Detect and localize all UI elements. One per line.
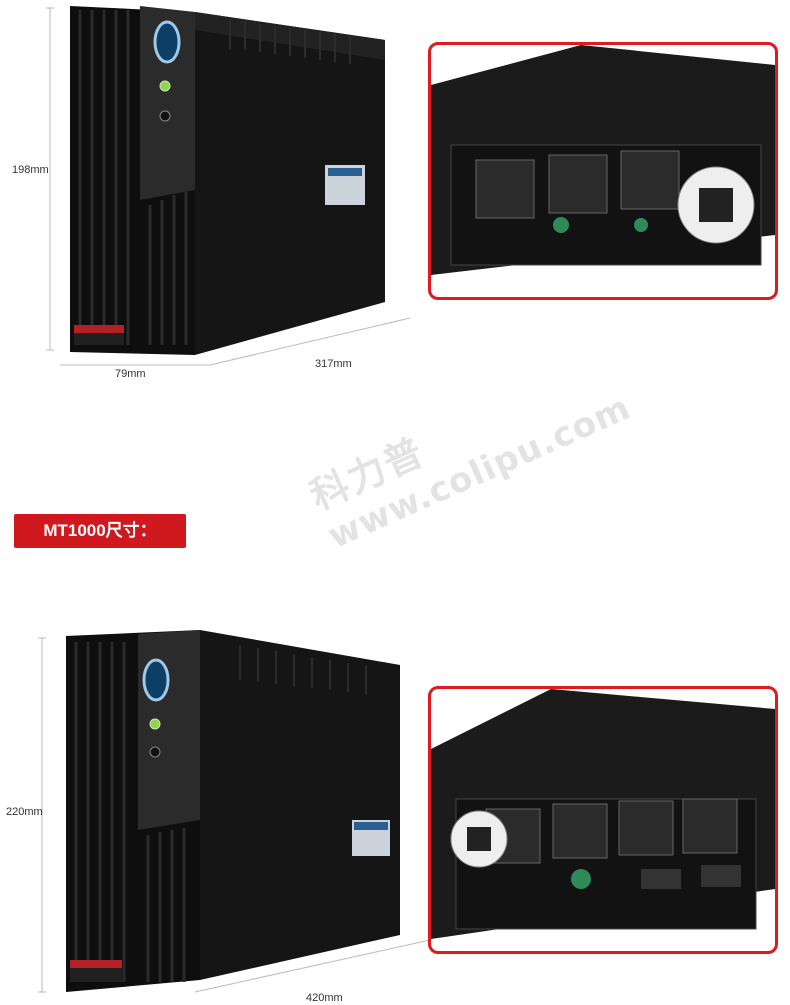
bottom-height-label: 220mm (6, 806, 43, 818)
bottom-rear-panel-photo (428, 686, 778, 954)
top-ups-illustration (46, 6, 411, 366)
bottom-product-figure: 220mm 420mm (0, 620, 440, 1004)
top-rear-panel-photo (428, 42, 778, 300)
bottom-depth-label: 420mm (306, 992, 343, 1004)
top-product-figure: 198mm 79mm 317mm (0, 0, 420, 390)
bottom-ups-illustration (38, 630, 431, 993)
top-width-label: 79mm (115, 368, 146, 380)
top-height-label: 198mm (12, 164, 49, 176)
top-depth-label: 317mm (315, 358, 352, 370)
section-title-banner: MT1000尺寸： (14, 514, 186, 548)
